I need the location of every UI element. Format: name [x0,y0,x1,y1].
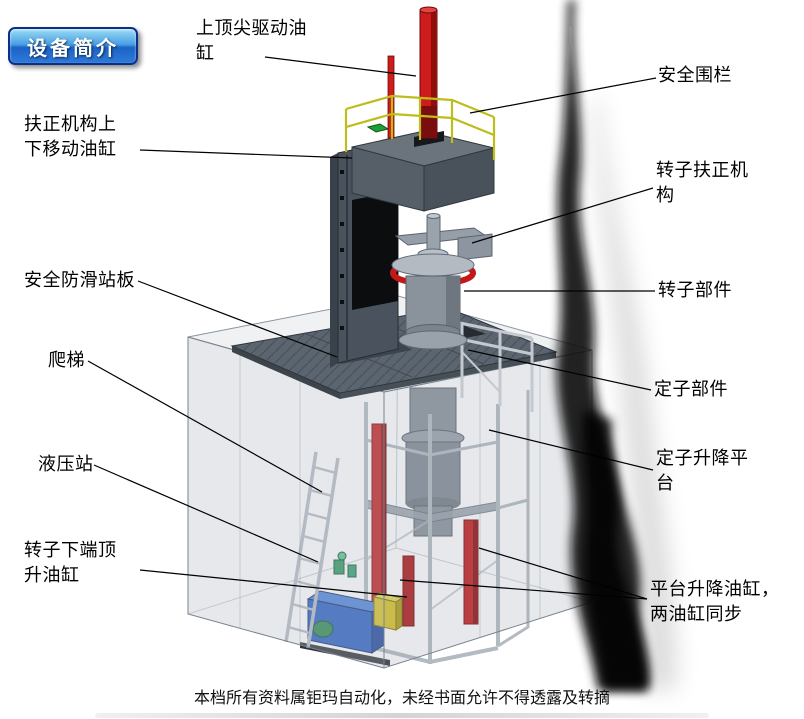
label-anti-slip-platform: 安全防滑站板 [24,270,135,291]
label-hydraulic-station: 液压站 [38,454,94,475]
label-top-drive-cylinder: 上顶尖驱动油缸 [196,18,307,64]
pit-front-walls [187,336,593,669]
top-drive-cylinder-graphic [387,6,438,139]
ladder-graphic [284,451,340,649]
ink-smudge [556,0,677,690]
label-rotor-centering-mechanism: 转子扶正机构 [656,160,749,206]
label-rotor-bottom-jack-cylinder: 转子下端顶升油缸 [24,540,117,586]
label-rotor-component: 转子部件 [658,280,732,301]
column-head [351,123,495,212]
bottom-edge-bar [95,713,709,718]
label-platform-lift-cylinders: 平台升降油缸，两油缸同步 [650,579,780,625]
label-ladder: 爬梯 [48,350,85,371]
lift-tower-frame [364,390,530,665]
label-safety-fence: 安全围栏 [658,65,732,86]
hydraulic-station-graphic [300,551,404,666]
leader-lines [87,56,657,600]
title-badge-label: 设备简介 [27,35,119,60]
label-centering-lift-cylinder: 扶正机构上下移动油缸 [24,114,117,160]
confidentiality-footer: 本档所有资料属钜玛自动化，未经书面允许不得透露及转摘 [193,688,610,707]
safety-fence-graphic [344,94,496,160]
rotor-jack-cylinder [402,555,415,627]
title-badge: 设备简介 [8,27,138,65]
label-stator-component: 定子部件 [654,379,728,400]
platform-lift-cylinder-right [463,519,479,625]
rotor-assembly [390,213,493,350]
label-stator-lift-platform: 定子升降平台 [656,448,749,494]
